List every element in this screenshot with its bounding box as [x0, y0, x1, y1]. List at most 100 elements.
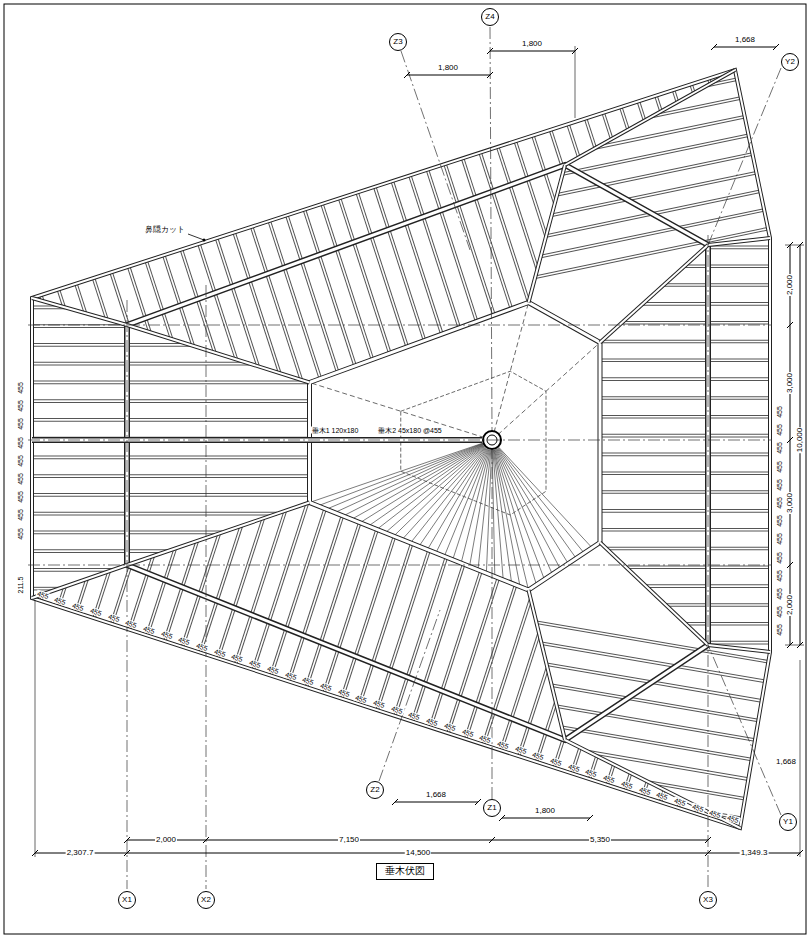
rafter — [217, 238, 259, 366]
rafter — [600, 453, 770, 457]
hip-rafter — [529, 590, 566, 740]
rafter — [664, 283, 770, 287]
rafter — [32, 456, 310, 460]
dimension-tick — [124, 850, 130, 856]
radial-rafter — [497, 449, 561, 569]
spacing-label: 455 — [478, 733, 493, 744]
rafter — [501, 633, 539, 750]
spacing-label: 455 — [336, 687, 351, 698]
rafter — [600, 490, 770, 494]
hip-rafter — [529, 165, 566, 303]
spacing-label: 455 — [776, 442, 783, 456]
hip-rafter — [565, 70, 735, 165]
rafter — [32, 362, 250, 366]
hip-rafter — [600, 245, 708, 343]
rafter — [600, 471, 770, 475]
spacing-label: 455 — [619, 779, 634, 790]
spacing-label: 455 — [531, 751, 546, 762]
rafter — [32, 568, 113, 572]
grid-line — [490, 27, 492, 430]
rafter — [596, 117, 745, 148]
extension-line — [785, 245, 804, 246]
rafter — [392, 181, 442, 334]
rafter — [600, 416, 770, 418]
spacing-label: 455 — [248, 659, 263, 670]
rafter — [600, 435, 770, 437]
spacing-label: 455 — [407, 710, 422, 721]
grid-bubble: Z1 — [483, 799, 501, 817]
rafter — [217, 238, 259, 366]
grid-bubble: X2 — [197, 891, 215, 909]
spacing-label: 455 — [776, 514, 783, 528]
rafter — [600, 510, 770, 512]
radial-rafter — [499, 447, 592, 547]
grid-line — [28, 440, 772, 441]
spacing-label: 455 — [442, 722, 457, 733]
ring-beam — [310, 303, 601, 591]
hip-rafter — [32, 298, 127, 325]
sheet-frame — [4, 4, 806, 934]
radial-rafter — [496, 449, 545, 579]
spacing-label: 455 — [318, 682, 333, 693]
rafter — [552, 173, 757, 216]
dimension-tick — [404, 72, 410, 78]
dimension-tick — [475, 799, 481, 805]
dimension-label: 3,000 — [786, 372, 794, 394]
rafter — [357, 193, 407, 347]
radial-rafter — [497, 449, 568, 564]
rafter — [427, 170, 476, 322]
rafter — [536, 622, 768, 662]
grid-name: X2 — [201, 896, 211, 904]
dimension-label: 1,800 — [437, 64, 459, 72]
spacing-label: 455 — [495, 739, 510, 750]
rafter — [252, 227, 302, 380]
spacing-label: 455 — [53, 595, 68, 606]
rafter — [375, 187, 425, 341]
rafter — [621, 107, 628, 130]
rafter — [601, 340, 770, 344]
radial-rafter — [498, 448, 584, 553]
grid-name: Z4 — [485, 13, 494, 21]
grid-line — [401, 51, 470, 250]
extension-line — [35, 600, 36, 857]
dimension-tick — [392, 799, 398, 805]
rafter — [357, 193, 407, 347]
rafter — [606, 547, 770, 551]
dimension-label: 1,800 — [534, 807, 556, 815]
spacing-label: 455 — [230, 653, 245, 664]
spacing-label: 455 — [212, 647, 227, 658]
radial-rafter — [498, 448, 576, 558]
spacing-label: 455 — [776, 551, 783, 565]
fascia-board — [32, 70, 770, 828]
fascia-board — [32, 70, 770, 828]
rafter — [94, 278, 107, 319]
rafter — [626, 567, 770, 569]
extension-line — [800, 660, 801, 857]
dimension-label: 5,350 — [589, 836, 611, 844]
rafter — [32, 457, 310, 459]
note-label: 鼻隠カット — [144, 226, 186, 234]
spacing-label: 455 — [584, 768, 599, 779]
rafter — [32, 419, 310, 421]
rafter — [563, 135, 749, 174]
rafter — [600, 529, 770, 531]
rafter — [666, 604, 770, 606]
rafter — [563, 135, 749, 174]
dimension-label: 3,000 — [786, 492, 794, 514]
rafter — [32, 549, 168, 553]
rafter — [463, 158, 512, 308]
rafter — [600, 528, 770, 532]
grid-name: Z1 — [487, 804, 496, 812]
member-label: 垂木1 120x180 — [311, 427, 360, 434]
rafter — [32, 474, 310, 478]
spacing-label: 455 — [17, 454, 24, 468]
rafter — [32, 363, 250, 365]
rafter — [601, 341, 770, 343]
radial-rafter — [496, 449, 552, 574]
rafter — [686, 623, 770, 625]
rafter — [515, 141, 546, 236]
spacing-label: 455 — [194, 641, 209, 652]
hip-rafter — [32, 298, 127, 325]
spacing-label: 455 — [17, 527, 24, 541]
